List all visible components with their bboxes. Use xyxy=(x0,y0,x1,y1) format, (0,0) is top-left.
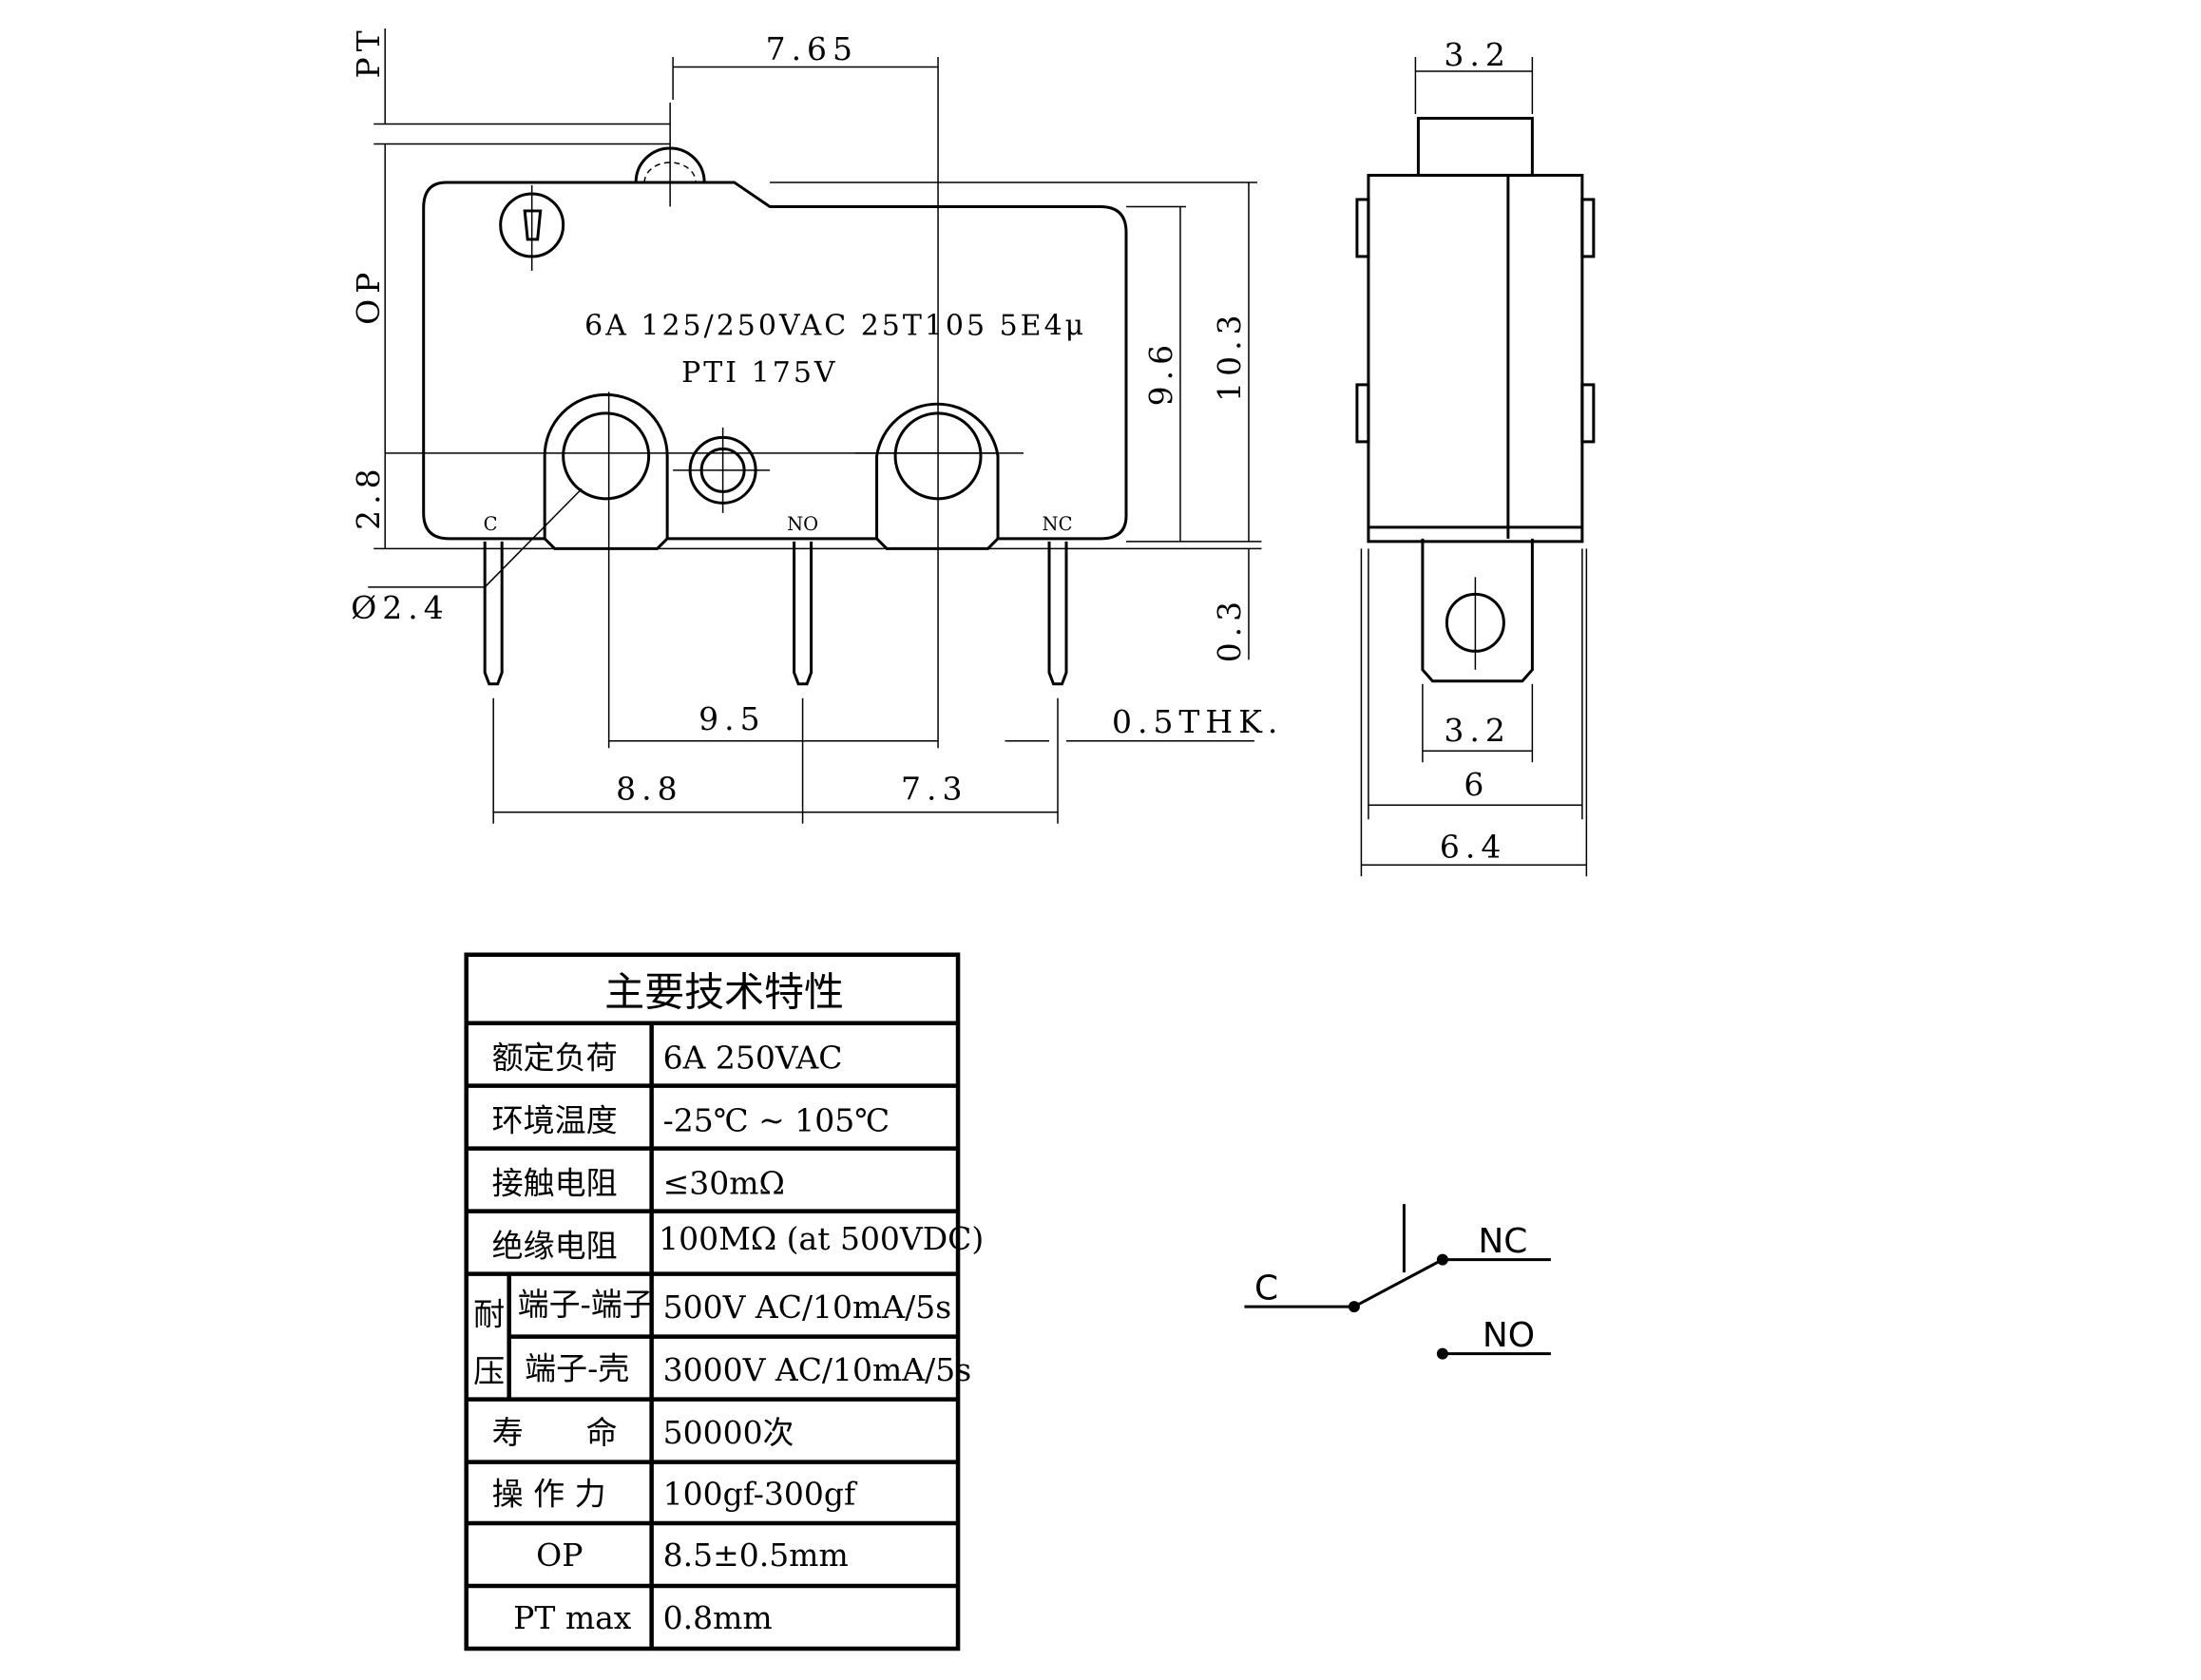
table-row: 接触电阻 ≤30mΩ xyxy=(492,1165,785,1202)
svg-text:50000次: 50000次 xyxy=(663,1414,794,1451)
terminal-label-nc: NC xyxy=(1043,513,1073,535)
table-row: OP 8.5±0.5mm xyxy=(536,1537,849,1574)
table-row: PT max 0.8mm xyxy=(513,1599,772,1636)
front-view: 6A 125/250VAC 25T105 5E4μ PTI 175V C NO … xyxy=(350,25,1283,824)
table-row: 额定负荷 6A 250VAC xyxy=(492,1040,843,1077)
schematic-label-no: NO xyxy=(1483,1316,1535,1355)
marking-line1: 6A 125/250VAC 25T105 5E4μ xyxy=(584,309,1086,342)
svg-text:额定负荷: 额定负荷 xyxy=(492,1040,618,1077)
svg-text:端子-端子: 端子-端子 xyxy=(518,1286,654,1323)
switch-lever xyxy=(1353,1258,1444,1308)
spec-table-title: 主要技术特性 xyxy=(604,969,844,1016)
svg-text:100MΩ (at 500VDC): 100MΩ (at 500VDC) xyxy=(659,1220,984,1257)
terminal-label-c: C xyxy=(484,513,498,535)
dim-2-8: 2.8 xyxy=(350,463,387,529)
group-char-2: 压 xyxy=(473,1353,505,1390)
dim-8-8: 8.8 xyxy=(616,770,682,807)
terminal-label-no: NO xyxy=(787,513,818,535)
svg-text:8.5±0.5mm: 8.5±0.5mm xyxy=(663,1537,849,1574)
dim-pt: PT xyxy=(350,25,387,78)
svg-text:OP: OP xyxy=(536,1537,583,1574)
svg-text:寿 命: 寿 命 xyxy=(492,1414,618,1451)
dim-7-3: 7.3 xyxy=(901,770,967,807)
dim-hole-dia: Ø2.4 xyxy=(351,589,450,626)
schematic-label-c: C xyxy=(1254,1270,1278,1308)
svg-text:-25℃ ~ 105℃: -25℃ ~ 105℃ xyxy=(663,1102,890,1139)
c-terminal-tab xyxy=(543,392,669,539)
side-terminal xyxy=(1421,538,1534,683)
spec-table: 主要技术特性 额定负荷 6A 250VAC 环境温度 -25℃ ~ 105℃ 接触电… xyxy=(464,952,985,1651)
table-row: 环境温度 -25℃ ~ 105℃ xyxy=(492,1102,890,1139)
svg-text:绝缘电阻: 绝缘电阻 xyxy=(492,1228,618,1265)
dim-op: OP xyxy=(350,267,387,325)
mounting-hole-left xyxy=(562,411,651,501)
svg-text:操 作 力: 操 作 力 xyxy=(492,1476,606,1513)
svg-text:500V AC/10mA/5s: 500V AC/10mA/5s xyxy=(663,1289,952,1326)
dim-0-3: 0.3 xyxy=(1211,596,1248,662)
dim-6: 6 xyxy=(1464,766,1489,803)
marking-line2: PTI 175V xyxy=(681,356,837,390)
pin-nc xyxy=(1047,541,1068,686)
pin-no xyxy=(793,541,813,686)
dim-9-6: 9.6 xyxy=(1142,339,1179,406)
dim-thk: 0.5THK. xyxy=(1112,703,1283,740)
dim-6-4: 6.4 xyxy=(1440,829,1506,866)
svg-text:端子-壳: 端子-壳 xyxy=(525,1350,629,1387)
svg-text:6A 250VAC: 6A 250VAC xyxy=(663,1040,843,1077)
dim-top-3-2: 3.2 xyxy=(1444,36,1510,73)
table-row: 端子-壳 3000V AC/10mA/5s xyxy=(525,1350,971,1388)
schematic-label-nc: NC xyxy=(1478,1222,1527,1261)
svg-text:PT max: PT max xyxy=(513,1599,632,1636)
dim-bottom-3-2: 3.2 xyxy=(1444,712,1510,749)
dim-10-3: 10.3 xyxy=(1211,309,1248,401)
side-body xyxy=(1367,173,1584,544)
svg-text:≤30mΩ: ≤30mΩ xyxy=(663,1165,785,1202)
side-view: 3.2 3.2 6 6.4 xyxy=(1355,36,1596,877)
table-row: 操 作 力 100gf-300gf xyxy=(492,1476,858,1513)
svg-text:3000V AC/10mA/5s: 3000V AC/10mA/5s xyxy=(663,1351,972,1388)
table-row: 寿 命 50000次 xyxy=(492,1414,794,1451)
svg-text:0.8mm: 0.8mm xyxy=(663,1599,773,1636)
svg-text:100gf-300gf: 100gf-300gf xyxy=(663,1476,858,1513)
group-char-1: 耐 xyxy=(473,1296,505,1333)
dim-9-5: 9.5 xyxy=(699,700,765,737)
switch-schematic: C NC NO xyxy=(1244,1204,1551,1360)
svg-text:接触电阻: 接触电阻 xyxy=(492,1165,618,1202)
svg-text:环境温度: 环境温度 xyxy=(492,1102,618,1139)
pin-c xyxy=(483,541,504,686)
dim-7-65: 7.65 xyxy=(766,30,858,67)
table-row: 绝缘电阻 100MΩ (at 500VDC) xyxy=(492,1220,985,1264)
